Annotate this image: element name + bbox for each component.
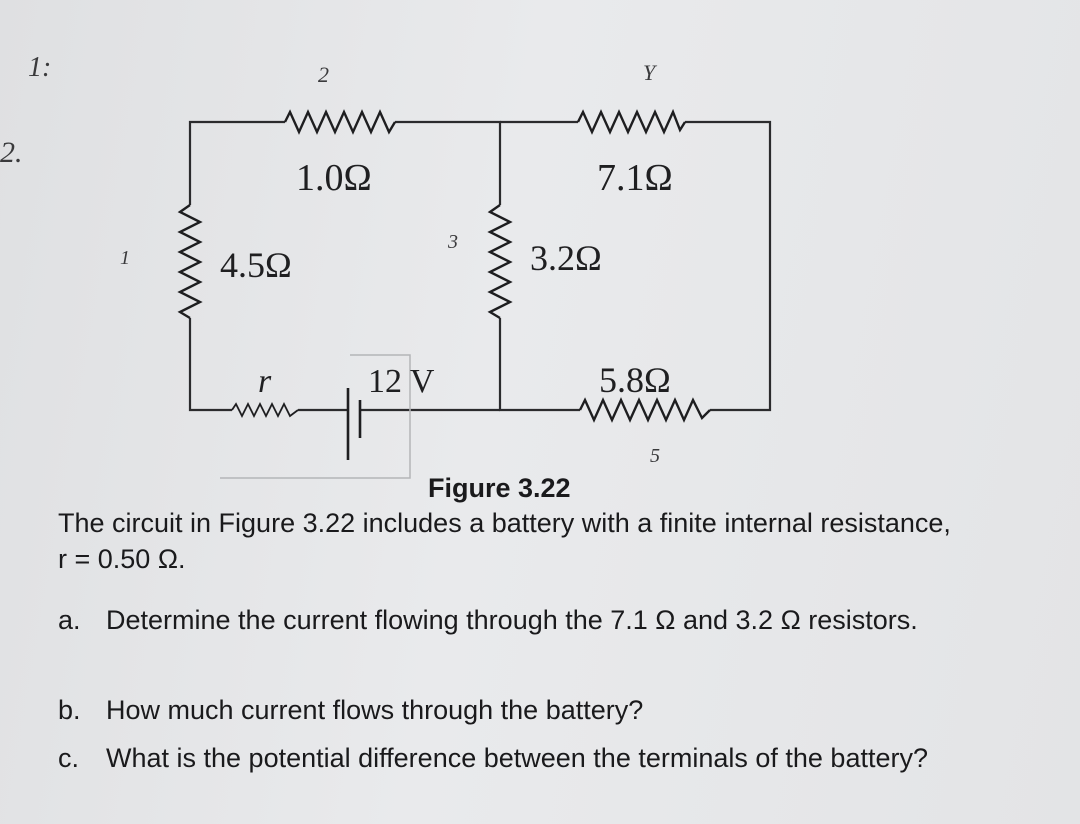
handwritten-problem-number: 2. <box>0 136 23 169</box>
question-a: a. Determine the current flowing through… <box>58 602 1018 674</box>
resistor-7-1-ohm <box>576 108 687 135</box>
resistor-1-ohm <box>283 109 397 135</box>
resistor-5-8-ohm <box>578 397 711 423</box>
label-4-5-ohm: 4.5Ω <box>220 245 292 285</box>
internal-resistor <box>231 401 299 419</box>
label-battery-12v: 12 V <box>368 363 435 400</box>
label-5-8-ohm: 5.8Ω <box>599 360 671 400</box>
handwritten-node-5: 5 <box>650 445 660 467</box>
label-3-2-ohm: 3.2Ω <box>530 238 602 278</box>
resistor-4-5-ohm <box>177 204 203 320</box>
question-c: c. What is the potential difference betw… <box>58 740 1018 812</box>
question-text: How much current flows through the batte… <box>106 695 644 725</box>
figure-caption: Figure 3.22 <box>428 473 571 503</box>
question-label: c. <box>58 743 80 773</box>
handwritten-node-2: 2 <box>318 62 329 87</box>
handwritten-mark-1: 1: <box>28 52 51 83</box>
label-internal-r: r <box>258 363 272 400</box>
battery-symbol <box>346 388 362 460</box>
question-label: b. <box>58 695 81 725</box>
label-7-1-ohm: 7.1Ω <box>597 157 673 199</box>
question-text: What is the potential difference between… <box>106 743 928 773</box>
resistor-3-2-ohm <box>487 204 513 320</box>
question-b: b. How much current flows through the ba… <box>58 692 1018 728</box>
handwritten-node-y: Y <box>643 60 658 85</box>
intro-paragraph: The circuit in Figure 3.22 includes a ba… <box>58 508 951 574</box>
question-text: Determine the current flowing through th… <box>106 605 918 635</box>
circuit-wires <box>188 120 772 479</box>
label-1-0-ohm: 1.0Ω <box>296 157 372 199</box>
handwritten-node-3: 3 <box>447 231 458 253</box>
question-label: a. <box>58 605 81 635</box>
handwritten-node-1: 1 <box>120 247 130 269</box>
